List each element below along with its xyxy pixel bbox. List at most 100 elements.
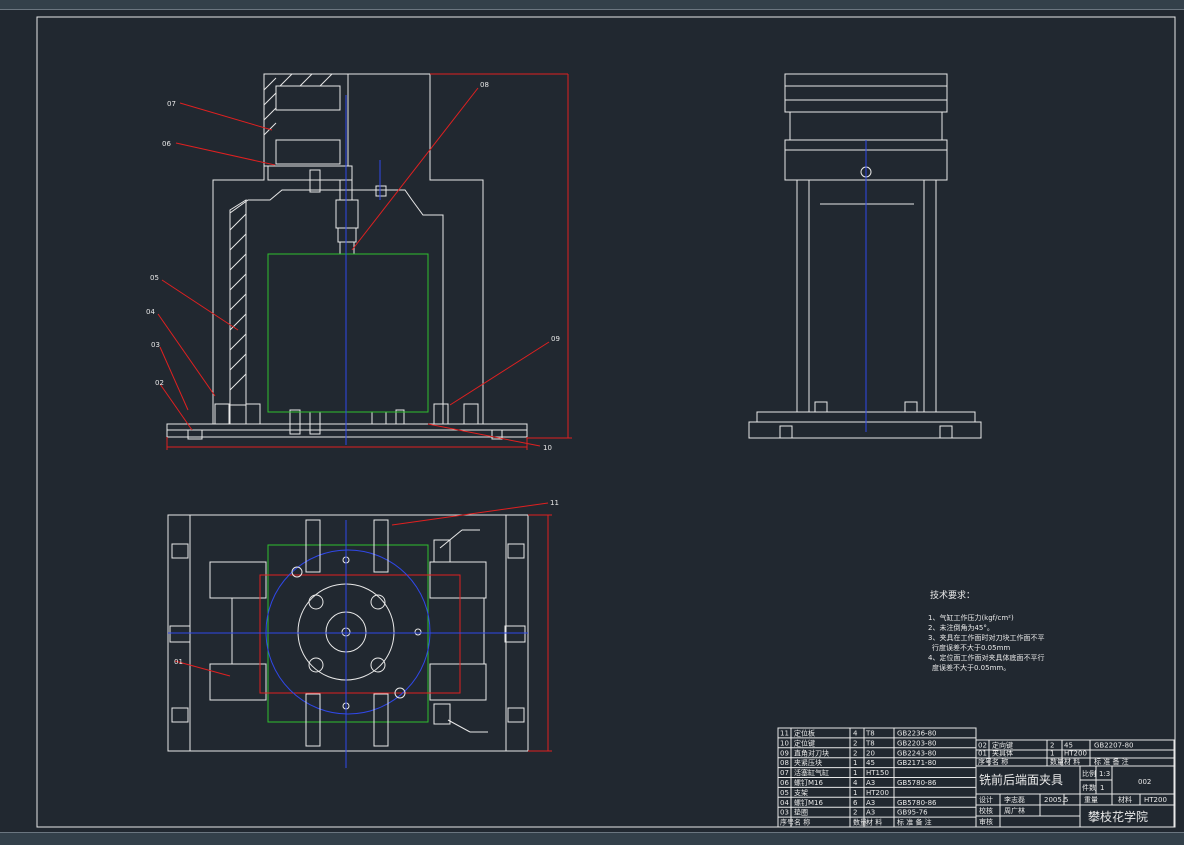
bom-row-material: 20 <box>866 749 875 757</box>
front-view <box>157 73 572 450</box>
design-label: 设计 <box>979 795 993 804</box>
bom-row-qty: 6 <box>853 799 858 807</box>
bom-row-material: T8 <box>865 739 875 747</box>
bom-row-standard: GB95-76 <box>897 809 928 817</box>
bom-row-name: 定位板 <box>794 729 815 738</box>
bom-top-standard: GB2207-80 <box>1094 742 1133 750</box>
tech-item-3: 3、夹具在工作面时对刀块工作面不平 <box>928 633 1044 642</box>
designer-name: 李志磊 <box>1004 795 1025 804</box>
bom-top-header-name: 名 称 <box>992 757 1008 766</box>
bom-row-name: 夹紧压块 <box>794 758 822 767</box>
balloon-05: 05 <box>150 274 159 282</box>
bom-row-no: 10 <box>780 739 789 747</box>
bom-row-qty: 4 <box>853 730 858 738</box>
bom-row-qty: 1 <box>853 789 857 797</box>
tech-title: 技术要求： <box>930 589 975 601</box>
status-bar <box>0 832 1184 845</box>
balloon-02: 02 <box>155 379 164 387</box>
pieces-label: 件数 <box>1082 783 1096 792</box>
bom-row-name: 活塞缸气缸 <box>794 768 829 777</box>
bom-row-no: 04 <box>780 799 789 807</box>
balloon-08: 08 <box>480 81 489 89</box>
bom-row-no: 03 <box>780 809 789 817</box>
bom-row-qty: 2 <box>853 749 857 757</box>
bom-row-no: 11 <box>780 730 789 738</box>
drawing-number: 002 <box>1138 778 1151 786</box>
bom-row-name: 支架 <box>794 788 808 797</box>
balloon-09: 09 <box>551 335 560 343</box>
weight-label: 重量 <box>1084 796 1098 804</box>
bom-row-name: 螺钉M16 <box>794 798 823 807</box>
drawing-name: 铣前后端面夹具 <box>979 772 1063 787</box>
bom-row-standard: GB5780-86 <box>897 799 937 807</box>
bom-header-standard: 标 准 备 注 <box>897 818 932 827</box>
school-name: 攀枝花学院 <box>1088 809 1148 824</box>
bom-row-qty: 1 <box>853 759 857 767</box>
tech-item-1: 1、气缸工作压力(kgf/cm²) <box>928 613 1014 622</box>
bom-top-material: 45 <box>1064 742 1073 750</box>
technical-requirements: 技术要求： 1、气缸工作压力(kgf/cm²) 2、未注倒角为45°。 3、夹具… <box>928 589 1044 672</box>
bom-row-qty: 2 <box>853 809 857 817</box>
bom-row-material: 45 <box>866 759 875 767</box>
balloon-10: 10 <box>543 444 552 452</box>
bom-row-no: 07 <box>780 769 789 777</box>
material-value: HT200 <box>1144 796 1167 804</box>
bom-table <box>777 727 977 828</box>
bom-top-header-standard: 标 准 备 注 <box>1094 757 1129 766</box>
bom-top-no: 02 <box>978 742 987 750</box>
tech-item-4: 行度误差不大于0.05mm <box>932 643 1010 652</box>
bom-row-qty: 2 <box>853 739 857 747</box>
bom-header-no: 序号 <box>780 818 794 827</box>
balloon-06: 06 <box>162 140 171 148</box>
bom-row-name: 定位键 <box>794 738 815 747</box>
bom-row-no: 05 <box>780 789 789 797</box>
bom-row-standard: GB2236-80 <box>897 730 936 738</box>
bom-top-header-material: 材 料 <box>1064 757 1080 766</box>
side-view <box>748 73 982 439</box>
bom-row-standard: GB5780-86 <box>897 779 937 787</box>
bom-top-header-no: 序号 <box>978 757 992 766</box>
balloon-07: 07 <box>167 100 176 108</box>
bom-row-material: A3 <box>866 799 875 807</box>
material-label: 材料 <box>1118 795 1132 804</box>
bom-row-no: 09 <box>780 749 789 757</box>
bom-top-material: HT200 <box>1064 750 1087 758</box>
balloon-04: 04 <box>146 308 155 316</box>
bom-header-material: 材 料 <box>866 818 882 827</box>
balloon-03: 03 <box>151 341 160 349</box>
bom-top-name: 定向键 <box>992 741 1013 750</box>
title-bar <box>0 0 1184 10</box>
tech-item-5: 4、定位面工作面对夹具体底面不平行 <box>928 653 1044 662</box>
bom-row-material: HT200 <box>866 789 889 797</box>
bom-row-material: T8 <box>865 730 875 738</box>
bom-row-no: 08 <box>780 759 789 767</box>
pieces-value: 1 <box>1100 784 1104 792</box>
bom-row-material: A3 <box>866 809 875 817</box>
bom-row-standard: GB2171-80 <box>897 759 936 767</box>
top-view <box>167 502 552 768</box>
bom-header-name: 名 称 <box>794 818 810 827</box>
balloon-01: 01 <box>174 658 183 666</box>
balloon-11: 11 <box>550 499 559 507</box>
tech-item-2: 2、未注倒角为45°。 <box>928 623 994 632</box>
bom-top-qty: 1 <box>1050 750 1054 758</box>
scale-label: 比例 <box>1082 769 1096 778</box>
design-date: 2005.5 <box>1044 796 1069 804</box>
bom-row-name: 直角对刀块 <box>794 748 829 757</box>
bom-header-qty: 数量 <box>853 818 867 827</box>
checker-name: 周广林 <box>1004 806 1025 815</box>
bom-top-name: 夹具体 <box>992 749 1013 758</box>
bom-top-no: 01 <box>978 750 987 758</box>
bom-row-standard: GB2203-80 <box>897 739 936 747</box>
scale-value: 1:3 <box>1099 770 1110 778</box>
title-block <box>975 739 1175 828</box>
bom-row-no: 06 <box>780 779 789 787</box>
tech-item-6: 度误差不大于0.05mm。 <box>932 663 1010 672</box>
bom-row-standard: GB2243-80 <box>897 749 936 757</box>
bom-row-material: A3 <box>866 779 875 787</box>
review-label: 审核 <box>979 817 993 826</box>
bom-row-qty: 4 <box>853 779 858 787</box>
